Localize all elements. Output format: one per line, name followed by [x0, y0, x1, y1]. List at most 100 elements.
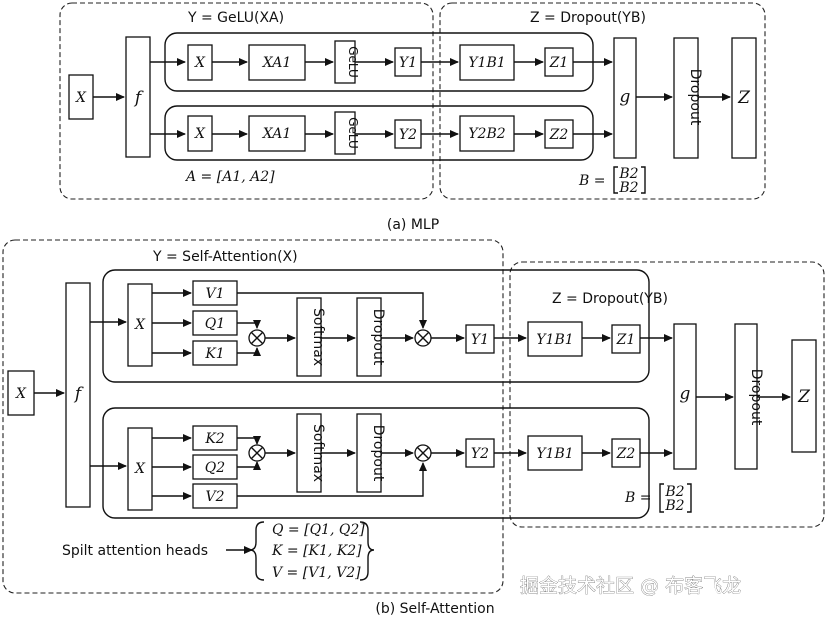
attn-r1-matmul-icon [248, 329, 266, 347]
attn-r1-v: V1 [205, 286, 224, 302]
attn-row1-container [102, 269, 650, 383]
mlp-y-title: Y = GeLU(XA) [187, 10, 284, 26]
mlp-input-box [68, 74, 94, 120]
attn-r1-x: X [134, 317, 146, 333]
mlp-r2-gelu: GeLU [346, 117, 360, 149]
mlp-r1-yb-box [459, 44, 515, 81]
attn-r2-x-box [127, 427, 153, 511]
mlp-r2-y: Y2 [399, 127, 417, 143]
attn-heads-label: Spilt attention heads [62, 543, 208, 559]
attn-b-matrix-top: B2 [664, 484, 684, 500]
attn-r2-softmax: Softmax [310, 424, 326, 482]
attn-r2-softmax-box [296, 413, 322, 493]
attn-r2-yb: Y1B1 [536, 446, 573, 462]
attn-r1-q-box [192, 310, 238, 336]
attn-r1-dropout: Dropout [370, 309, 386, 366]
attn-r2-q: Q2 [205, 460, 225, 476]
attn-r1-z-box [611, 324, 641, 354]
mlp-r1-xa: XA1 [262, 55, 292, 71]
attn-r2-dropout-box [356, 413, 382, 493]
attn-r2-y: Y2 [471, 446, 489, 462]
attn-r2-matmul-icon [248, 444, 266, 462]
attn-row2-container [102, 407, 650, 519]
mlp-y-region [59, 2, 434, 200]
attn-dropout-label: Dropout [748, 369, 764, 426]
attn-r1-y: Y1 [471, 332, 489, 348]
attn-r1-yb-box [527, 321, 583, 357]
mlp-b-matrix-bottom: B2 [618, 180, 638, 196]
attn-r1-k: K1 [204, 346, 224, 362]
attention-diagram: Y = Self-Attention(X) Z = Dropout(YB) X … [2, 239, 825, 617]
attn-r2-weighted-sum-icon [414, 444, 432, 462]
mlp-r2-xa: XA1 [262, 126, 292, 142]
attn-heads-q: Q = [Q1, Q2] [272, 522, 365, 538]
mlp-g-label: g [620, 87, 631, 107]
attn-f-label: f [73, 384, 84, 404]
mlp-row2-container [164, 105, 594, 161]
attn-heads-k: K = [K1, K2] [271, 543, 362, 559]
attn-heads-v: V = [V1, V2] [272, 565, 361, 581]
mlp-diagram: Y = GeLU(XA) Z = Dropout(YB) X f X XA1 G… [59, 2, 766, 233]
mlp-r2-y-box [394, 119, 422, 149]
attn-r1-softmax: Softmax [310, 308, 326, 366]
attn-caption: (b) Self-Attention [375, 601, 494, 617]
watermark: 掘金技术社区 @ 布客飞龙 [520, 575, 741, 597]
attn-r2-dropout: Dropout [370, 425, 386, 482]
mlp-r1-xa-box [248, 44, 306, 81]
attn-r2-v: V2 [205, 489, 224, 505]
attn-y-region [2, 239, 504, 594]
attn-input-label: X [15, 386, 27, 402]
attn-z-region [509, 261, 825, 528]
mlp-r2-z-box [544, 119, 574, 149]
attn-r1-q: Q1 [205, 316, 225, 332]
mlp-output-label: Z [737, 88, 751, 108]
attn-r1-x-box [127, 283, 153, 367]
mlp-a-equation: A = [A1, A2] [184, 169, 275, 185]
attn-b-label: B = [624, 490, 651, 506]
mlp-r2-gelu-box [334, 111, 356, 155]
mlp-g-box [613, 37, 637, 159]
mlp-dropout-label: Dropout [687, 69, 703, 126]
mlp-r1-yb: Y1B1 [468, 55, 505, 71]
mlp-z-region [439, 2, 766, 200]
mlp-input-label: X [75, 90, 87, 106]
attn-r2-k: K2 [204, 431, 224, 447]
attn-b-matrix-bottom: B2 [664, 498, 684, 514]
attn-output-label: Z [797, 387, 811, 407]
attn-r2-z-box [611, 438, 641, 468]
attn-f-box [65, 282, 91, 508]
attn-r1-yb: Y1B1 [536, 332, 573, 348]
attn-g-label: g [680, 384, 691, 404]
attn-z-title: Z = Dropout(YB) [552, 291, 668, 307]
mlp-r2-x: X [194, 126, 206, 142]
mlp-output-box [731, 37, 757, 159]
mlp-b-matrix-top: B2 [618, 166, 638, 182]
attn-r1-dropout-box [356, 297, 382, 377]
mlp-r1-z: Z1 [549, 55, 569, 71]
attn-y-title: Y = Self-Attention(X) [152, 249, 298, 265]
mlp-r1-x: X [194, 55, 206, 71]
attn-r1-y-box [465, 324, 495, 354]
attn-output-box [791, 339, 817, 453]
mlp-r2-yb-box [459, 115, 515, 152]
mlp-f-label: f [133, 88, 144, 108]
attn-r2-x: X [134, 461, 146, 477]
attn-input-box [7, 370, 35, 416]
mlp-r2-xa-box [248, 115, 306, 152]
mlp-r1-y-box [394, 47, 422, 77]
mlp-f-box [125, 36, 151, 158]
mlp-r2-yb: Y2B2 [468, 126, 505, 142]
attn-r2-k-box [192, 425, 238, 451]
attn-r1-k-box [192, 340, 238, 366]
attn-r2-yb-box [527, 435, 583, 471]
mlp-r1-gelu: GeLU [346, 46, 360, 78]
attn-r2-z: Z2 [616, 446, 636, 462]
mlp-dropout-box [673, 37, 699, 159]
mlp-r2-z: Z2 [549, 127, 569, 143]
attn-r2-q-box [192, 454, 238, 480]
attn-r1-weighted-sum-icon [414, 329, 432, 347]
mlp-r1-y: Y1 [399, 55, 417, 71]
mlp-caption: (a) MLP [387, 217, 439, 233]
mlp-z-title: Z = Dropout(YB) [530, 10, 646, 26]
